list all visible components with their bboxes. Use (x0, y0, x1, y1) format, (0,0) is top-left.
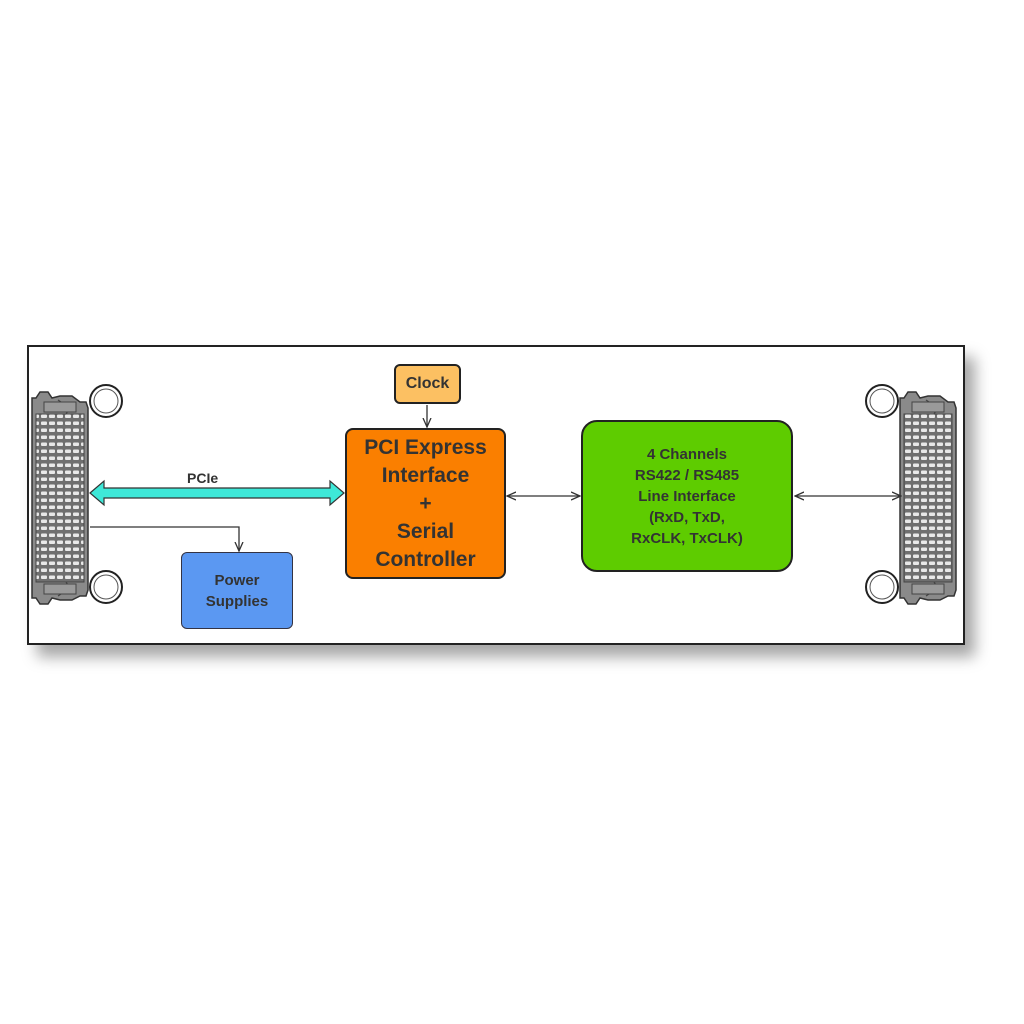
mounting-hole-top-right (865, 384, 899, 418)
pcie-label: PCIe (187, 470, 219, 486)
pcie-bus-arrow (89, 479, 345, 507)
line-interface-block: 4 Channels RS422 / RS485 Line Interface … (581, 420, 793, 572)
mounting-hole-top-left (89, 384, 123, 418)
connector-left (31, 391, 89, 605)
clock-block: Clock (394, 364, 461, 404)
pci-express-controller-block: PCI Express Interface + Serial Controlle… (345, 428, 506, 579)
mounting-hole-bottom-right (865, 570, 899, 604)
power-supplies-block: Power Supplies (181, 552, 293, 629)
connector-right (899, 391, 957, 605)
power-arrow (90, 526, 239, 551)
mounting-hole-bottom-left (89, 570, 123, 604)
